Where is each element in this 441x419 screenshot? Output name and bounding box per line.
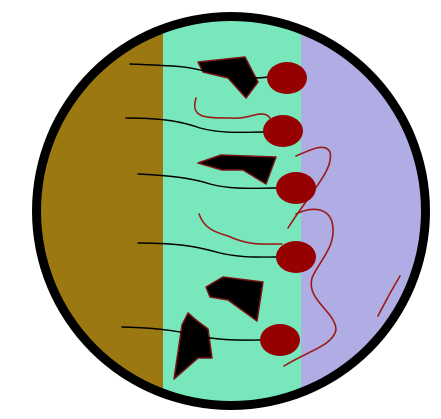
right-band <box>301 0 441 419</box>
head-4 <box>276 241 316 273</box>
head-3 <box>276 172 316 204</box>
head-5 <box>260 324 300 356</box>
head-2 <box>263 115 303 147</box>
band-group <box>30 0 441 419</box>
head-1 <box>267 62 307 94</box>
